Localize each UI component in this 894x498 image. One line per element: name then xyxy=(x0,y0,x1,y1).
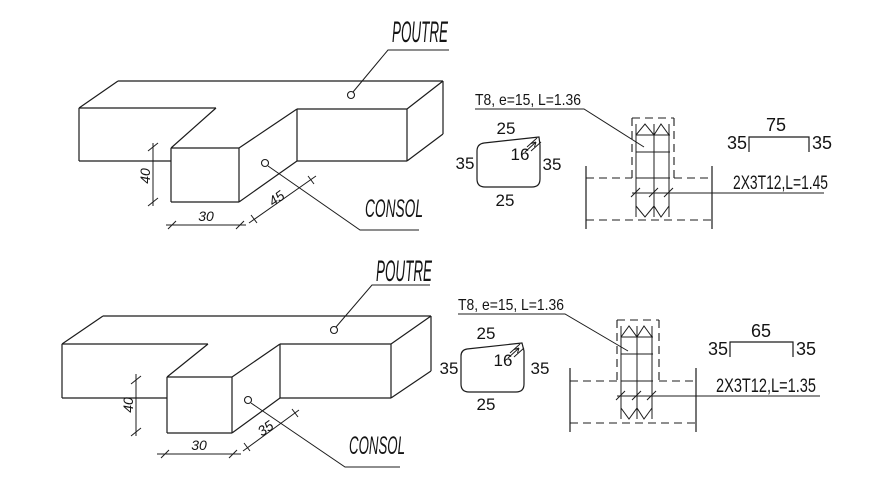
rebar-top-hooks xyxy=(620,325,653,338)
console-section-dashed xyxy=(616,319,660,381)
rebar-verticals xyxy=(635,124,670,217)
stirrup-shape xyxy=(460,342,525,393)
consol-marker xyxy=(260,158,270,168)
consol-callout: CONSOL xyxy=(243,395,405,468)
ubar-shape xyxy=(729,341,794,357)
consol-leader xyxy=(250,402,400,468)
console-outline xyxy=(166,343,281,434)
stirrup-detail-bottom: T8, e=15, L=1.36 25 16 35 35 25 xyxy=(440,297,629,414)
rebar-bottom-hooks xyxy=(635,205,670,218)
hook-dim-arrow xyxy=(524,141,537,153)
ubar-shape xyxy=(748,136,810,152)
poutre-callout: POUTRE xyxy=(329,255,432,335)
poutre-leader xyxy=(335,284,430,328)
beam-section-edges xyxy=(569,368,697,432)
stirrup-shape xyxy=(476,136,541,188)
dim-line xyxy=(242,408,300,452)
ubar-left-dim: 35 xyxy=(708,339,728,359)
stirrup-lines xyxy=(621,353,653,382)
stirrup-right-dim: 35 xyxy=(531,359,550,378)
consol-label: CONSOL xyxy=(349,432,405,460)
dim-line xyxy=(166,220,246,230)
poutre-label: POUTRE xyxy=(376,255,432,288)
dimension-height: 40 xyxy=(120,374,142,437)
dim-width-text: 30 xyxy=(198,208,214,224)
dim-line xyxy=(157,449,241,459)
beam-outline xyxy=(78,80,444,162)
stirrup-left-dim: 35 xyxy=(456,154,475,173)
consol-leader xyxy=(267,165,419,231)
stirrup-top-dim: 25 xyxy=(497,119,516,138)
stirrup-bottom-dim: 25 xyxy=(496,191,515,210)
bars-tick-marks xyxy=(615,390,657,401)
beam-section-edges xyxy=(585,166,713,229)
iso-beam-bottom xyxy=(61,315,432,434)
poutre-marker xyxy=(329,325,339,335)
stirrup-spec-label: T8, e=15, L=1.36 xyxy=(458,297,564,314)
dim-height-text: 40 xyxy=(120,397,136,413)
consol-label: CONSOL xyxy=(365,195,423,223)
poutre-callout: POUTRE xyxy=(346,16,449,100)
stirrup-hook xyxy=(526,137,542,152)
stirrup-hook-dim: 16 xyxy=(494,351,513,370)
ubar-right-dim: 35 xyxy=(812,133,832,153)
stirrup-spec-leader xyxy=(458,313,629,352)
rebar-verticals xyxy=(620,326,653,419)
stirrup-hook xyxy=(509,343,525,358)
rebar-bottom-hooks xyxy=(620,407,653,420)
stirrup-left-dim: 35 xyxy=(440,359,459,378)
stirrup-top-dim: 25 xyxy=(477,324,496,343)
ubar-top-dim: 75 xyxy=(766,115,786,135)
stirrup-bottom-dim: 25 xyxy=(477,395,496,414)
bars-spec-label-top: 2X3T12,L=1.45 xyxy=(733,173,828,194)
dimension-depth: 45 xyxy=(248,175,317,224)
ubar-symbol-bottom: 65 35 35 xyxy=(708,321,816,359)
ubar-right-dim: 35 xyxy=(796,339,816,359)
consol-marker xyxy=(243,395,253,405)
poutre-leader xyxy=(352,49,449,93)
iso-beam-top xyxy=(78,80,444,203)
dimension-height: 40 xyxy=(137,142,159,207)
dim-line xyxy=(147,142,159,207)
section-plan-top xyxy=(585,117,824,229)
stirrup-hook-dim: 16 xyxy=(511,145,530,164)
beam-section-dashed xyxy=(570,380,696,424)
bars-spec-label-bottom: 2X3T12,L=1.35 xyxy=(716,376,816,397)
section-plan-bottom xyxy=(569,319,820,432)
dim-line xyxy=(130,374,142,437)
console-section-dashed xyxy=(631,117,675,178)
stirrup-spec-label: T8, e=15, L=1.36 xyxy=(475,92,581,109)
dimension-width: 30 xyxy=(166,208,246,230)
beam-outline xyxy=(61,315,432,399)
hook-dim-arrow xyxy=(507,347,520,359)
ubar-top-dim: 65 xyxy=(751,321,771,341)
dim-line xyxy=(248,175,317,224)
view-bottom: 40 30 35 POUTRE CONSOL T8, e=15, L=1.36 xyxy=(61,255,820,468)
bars-tick-marks xyxy=(630,187,674,198)
dim-height-text: 40 xyxy=(137,168,153,184)
rebar-top-hooks xyxy=(635,123,670,136)
dimension-width: 30 xyxy=(157,437,241,459)
stirrup-right-dim: 35 xyxy=(543,155,562,174)
poutre-label: POUTRE xyxy=(392,16,448,49)
stirrup-detail-top: T8, e=15, L=1.36 25 16 35 35 25 xyxy=(456,92,645,210)
console-outline xyxy=(170,107,298,203)
dim-depth-text: 35 xyxy=(254,417,276,439)
poutre-marker xyxy=(346,90,356,100)
stirrup-lines xyxy=(636,151,670,179)
ubar-symbol-top: 75 35 35 xyxy=(727,115,832,153)
dim-depth-text: 45 xyxy=(265,187,287,209)
ubar-left-dim: 35 xyxy=(727,133,747,153)
beam-section-dashed xyxy=(586,177,712,221)
stirrup-spec-leader xyxy=(475,108,645,148)
consol-callout: CONSOL xyxy=(260,158,423,231)
view-top: 40 30 45 POUTRE CONSOL T8, e=15, L=1.36 xyxy=(78,16,832,231)
dim-width-text: 30 xyxy=(191,437,207,453)
